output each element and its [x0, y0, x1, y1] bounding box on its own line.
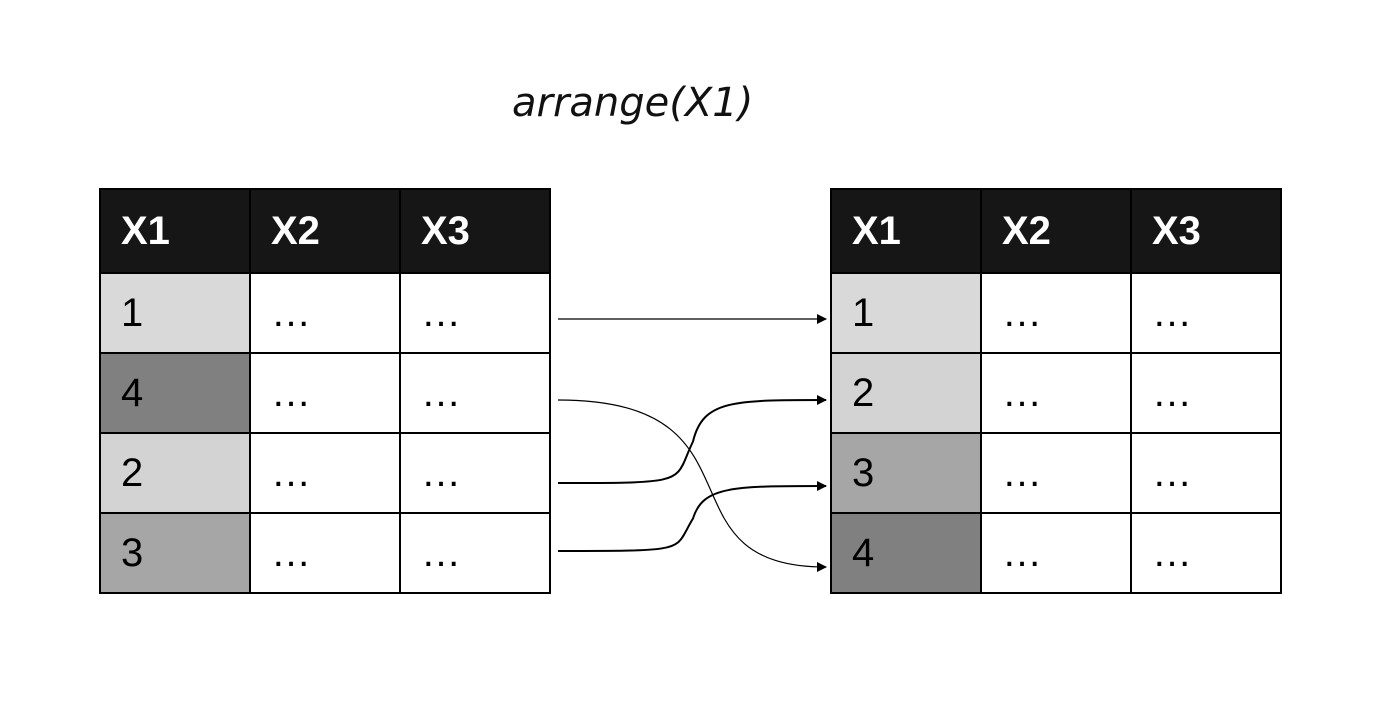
output-cell: … [980, 352, 1132, 434]
input-row: 4 … … [99, 352, 551, 434]
output-table: X1 X2 X3 1 … … 2 … … 3 … … 4 … … [830, 188, 1282, 594]
input-cell: … [249, 272, 401, 354]
output-cell: … [980, 432, 1132, 514]
input-header-x2: X2 [249, 188, 401, 274]
input-row: 3 … … [99, 512, 551, 594]
input-key-cell: 2 [99, 432, 251, 514]
mapping-arrow [557, 395, 827, 484]
input-cell: … [399, 352, 551, 434]
input-cell: … [249, 432, 401, 514]
output-header-row: X1 X2 X3 [830, 188, 1282, 274]
output-row: 3 … … [830, 432, 1282, 514]
output-cell: … [1130, 352, 1282, 434]
input-table: X1 X2 X3 1 … … 4 … … 2 … … 3 … … [99, 188, 551, 594]
input-cell: … [399, 512, 551, 594]
output-cell: … [980, 272, 1132, 354]
input-row: 2 … … [99, 432, 551, 514]
output-key-cell: 3 [830, 432, 982, 514]
diagram-title: arrange(X1) [512, 80, 754, 126]
output-header-x3: X3 [1130, 188, 1282, 274]
output-row: 4 … … [830, 512, 1282, 594]
input-cell: … [249, 352, 401, 434]
output-key-cell: 2 [830, 352, 982, 434]
output-cell: … [1130, 512, 1282, 594]
input-row: 1 … … [99, 272, 551, 354]
input-key-cell: 1 [99, 272, 251, 354]
output-cell: … [980, 512, 1132, 594]
input-cell: … [399, 272, 551, 354]
input-cell: … [249, 512, 401, 594]
input-key-cell: 3 [99, 512, 251, 594]
input-header-x1: X1 [99, 188, 251, 274]
output-cell: … [1130, 432, 1282, 514]
input-header-x3: X3 [399, 188, 551, 274]
output-key-cell: 1 [830, 272, 982, 354]
output-row: 2 … … [830, 352, 1282, 434]
output-header-x2: X2 [980, 188, 1132, 274]
input-key-cell: 4 [99, 352, 251, 434]
output-key-cell: 4 [830, 512, 982, 594]
output-cell: … [1130, 272, 1282, 354]
input-header-row: X1 X2 X3 [99, 188, 551, 274]
input-cell: … [399, 432, 551, 514]
mapping-arrow [557, 481, 827, 552]
mapping-arrow [557, 399, 827, 572]
output-header-x1: X1 [830, 188, 982, 274]
output-row: 1 … … [830, 272, 1282, 354]
